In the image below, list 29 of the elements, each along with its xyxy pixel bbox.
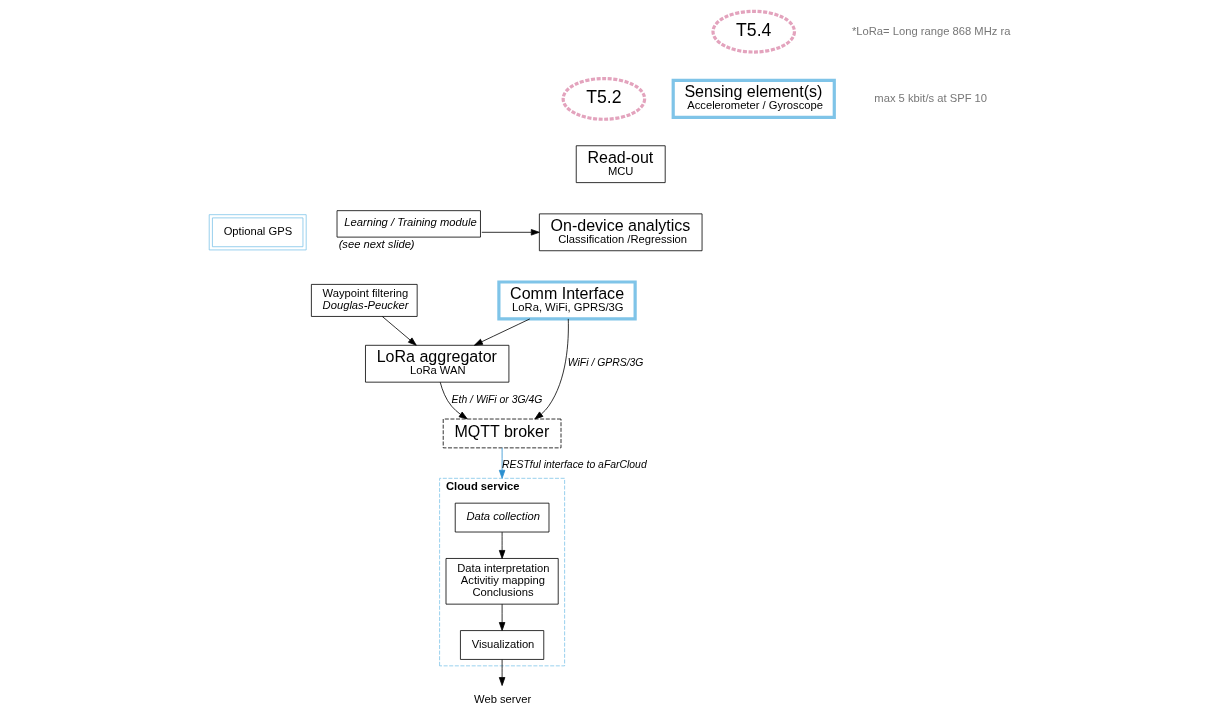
node-box: Read-out MCU xyxy=(575,145,666,183)
arrow xyxy=(498,659,506,686)
node-text: Web server xyxy=(474,693,532,706)
edge-label: WiFi / GPRS/3G xyxy=(567,356,644,368)
node-box: LoRa aggregator LoRa WAN xyxy=(365,344,510,383)
node-ellipse: T5.2 xyxy=(561,76,647,121)
node-box: MQTT broker xyxy=(442,418,562,449)
node-box: Visualization xyxy=(460,630,545,660)
node-box: Data collection xyxy=(454,502,550,533)
arrow xyxy=(498,603,506,631)
node-ellipse: T5.4 xyxy=(711,9,797,54)
label: *LoRa= Long range 868 MHz ra xyxy=(851,24,1011,37)
arrow xyxy=(498,447,506,479)
arrow xyxy=(481,229,540,236)
node-label: (see next slide) xyxy=(338,238,415,251)
node-box: Waypoint filtering Douglas-Peucker xyxy=(311,284,418,317)
node-box: Learning / Training module xyxy=(336,210,481,238)
node-box: Sensing element(s) Accelerometer / Gyroscope xyxy=(671,78,836,119)
edge-label: RESTful interface to aFarCloud xyxy=(502,459,647,471)
node-box: On-device analytics Classification /Regression xyxy=(538,213,703,252)
edge-label: Eth / WiFi or 3G/4G xyxy=(451,393,543,405)
node-box: Comm Interface LoRa, WiFi, GPRS/3G xyxy=(497,280,637,321)
arrow xyxy=(474,318,531,346)
arrow xyxy=(439,381,468,420)
label: max 5 kbit/s at SPF 10 xyxy=(874,91,988,104)
arrow xyxy=(381,316,417,346)
node-box: Data interpretation Activitiy mapping Conclusions xyxy=(445,558,559,605)
arrow xyxy=(498,531,506,559)
arrow xyxy=(534,318,569,420)
